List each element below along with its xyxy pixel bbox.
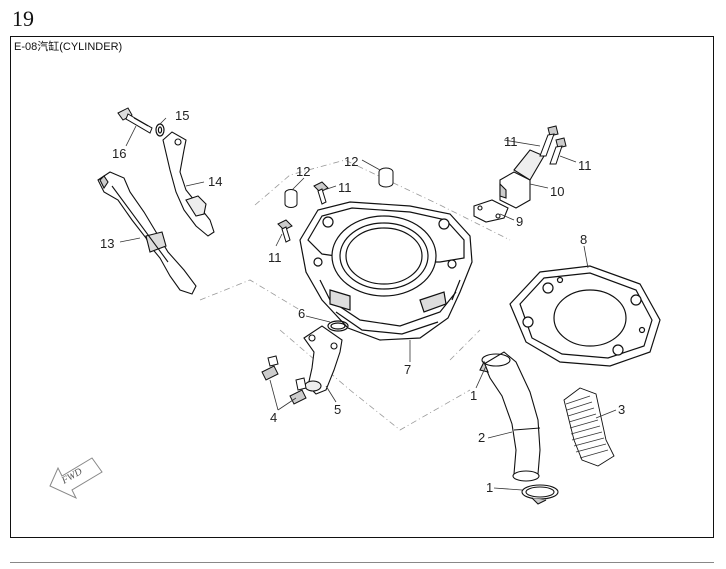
callout-1-lower: 1 <box>486 480 493 495</box>
callout-11-upper: 11 <box>338 180 352 195</box>
callout-15: 15 <box>175 108 189 123</box>
assembly-guide-lines <box>199 159 511 431</box>
bolt-4-lower <box>289 377 307 405</box>
tensioner-10 <box>499 149 545 209</box>
callout-12-right: 12 <box>344 154 358 169</box>
callout-1-upper: 1 <box>470 388 477 403</box>
leader-lines <box>119 117 617 491</box>
pipe-elbow-5 <box>303 325 343 395</box>
callout-3: 3 <box>618 402 625 417</box>
cylinder-block-7 <box>299 201 473 341</box>
callout-14: 14 <box>208 174 222 189</box>
o-ring-6 <box>327 320 349 332</box>
hose-2 <box>483 351 541 482</box>
callout-9: 9 <box>516 214 523 229</box>
callout-4: 4 <box>270 410 277 425</box>
tensioner-slipper-13 <box>97 171 197 295</box>
bolt-11-upper <box>313 181 329 205</box>
bolt-16 <box>117 107 153 134</box>
callout-8: 8 <box>580 232 587 247</box>
tensioner-gasket-9 <box>473 199 509 223</box>
callout-6: 6 <box>298 306 305 321</box>
hose-clamp-1-upper <box>479 353 511 373</box>
dowel-pin-12-left <box>284 189 298 208</box>
callout-12-left: 12 <box>296 164 310 179</box>
callout-10: 10 <box>550 184 564 199</box>
section-title: E-08汽缸(CYLINDER) <box>14 41 123 53</box>
callout-11-tensioner-a: 11 <box>504 134 518 149</box>
sleeve-3 <box>563 387 615 467</box>
callout-16: 16 <box>112 146 126 161</box>
callout-11-lower: 11 <box>268 250 282 265</box>
head-gasket-8 <box>509 265 661 367</box>
hose-clamp-1-lower <box>521 484 559 505</box>
callout-7: 7 <box>404 362 411 377</box>
bolt-11-tensioner-b <box>549 137 567 165</box>
bolt-11-tensioner-a <box>539 125 559 157</box>
callout-5: 5 <box>334 402 341 417</box>
callout-2: 2 <box>478 430 485 445</box>
diagram-frame: E-08汽缸(CYLINDER) <box>10 36 714 538</box>
page-number: 19 <box>12 6 34 31</box>
washer-15 <box>155 123 165 137</box>
bolt-4-upper <box>261 355 279 381</box>
chain-guide-14 <box>162 131 215 237</box>
callout-13: 13 <box>100 236 114 251</box>
bottom-rule <box>10 562 714 563</box>
forward-direction-arrow <box>49 457 103 500</box>
dowel-pin-12-right <box>378 167 394 188</box>
callout-11-tensioner-b: 11 <box>578 158 592 173</box>
bolt-11-lower <box>277 219 293 243</box>
